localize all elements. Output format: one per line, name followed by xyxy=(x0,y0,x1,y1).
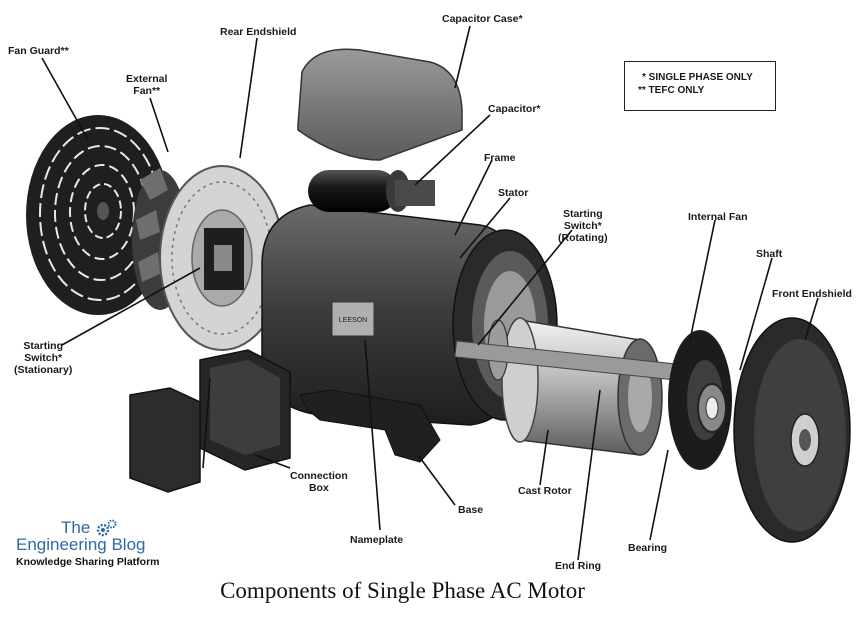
label-sss-line1: Starting xyxy=(23,340,63,352)
capacitor-case xyxy=(297,48,463,161)
legend-box: * SINGLE PHASE ONLY ** TEFC ONLY xyxy=(624,61,776,111)
label-bearing: Bearing xyxy=(628,542,668,554)
base xyxy=(299,389,441,463)
connection-box xyxy=(129,349,291,493)
label-shaft: Shaft xyxy=(756,248,783,260)
label-rear-endshield: Rear Endshield xyxy=(220,26,297,38)
label-connection-box: Connection Box xyxy=(290,470,348,494)
label-cb-line1: Connection xyxy=(290,470,348,482)
legend-single-phase: * SINGLE PHASE ONLY xyxy=(642,72,753,83)
label-front-endshield: Front Endshield xyxy=(772,288,852,300)
blog-logo-the: The xyxy=(61,518,91,537)
label-capacitor-case: Capacitor Case* xyxy=(442,13,523,25)
label-fan-guard: Fan Guard** xyxy=(8,45,69,57)
connection-box-cover xyxy=(129,387,201,493)
label-starting-switch-rotating: Starting Switch* (Rotating) xyxy=(558,208,608,244)
leader-lines xyxy=(41,25,819,561)
label-cast-rotor: Cast Rotor xyxy=(518,485,572,497)
label-base: Base xyxy=(458,504,484,516)
nameplate-text: LEESON xyxy=(339,317,367,324)
figure-caption: Components of Single Phase AC Motor xyxy=(220,578,585,603)
label-ssr-line1: Starting xyxy=(562,208,603,220)
blog-logo-tagline: Knowledge Sharing Platform xyxy=(16,556,160,568)
legend-tefc: ** TEFC ONLY xyxy=(638,85,705,96)
label-cb-line2: Box xyxy=(308,482,329,494)
label-sss-line2: Switch* xyxy=(24,352,63,364)
label-sss-line3: (Stationary) xyxy=(14,364,73,376)
label-ssr-line2: Switch* xyxy=(563,220,602,232)
label-end-ring: End Ring xyxy=(555,560,602,572)
capacitor xyxy=(308,170,435,212)
gear-icon xyxy=(96,519,117,537)
bearing xyxy=(697,383,727,433)
label-stator: Stator xyxy=(498,187,529,199)
label-ssr-line3: (Rotating) xyxy=(558,232,608,244)
label-external-fan-line1: External xyxy=(126,73,168,85)
blog-logo-name: Engineering Blog xyxy=(16,535,146,554)
label-frame: Frame xyxy=(484,152,516,164)
label-external-fan: External Fan** xyxy=(126,73,167,97)
label-capacitor: Capacitor* xyxy=(488,103,541,115)
nameplate: LEESON xyxy=(331,301,375,337)
label-nameplate: Nameplate xyxy=(350,534,404,546)
label-internal-fan: Internal Fan xyxy=(688,211,748,223)
cast-rotor xyxy=(501,317,663,456)
label-starting-switch-stationary: Starting Switch* (Stationary) xyxy=(14,340,72,376)
front-endshield xyxy=(733,317,851,543)
label-external-fan-line2: Fan** xyxy=(133,85,161,97)
